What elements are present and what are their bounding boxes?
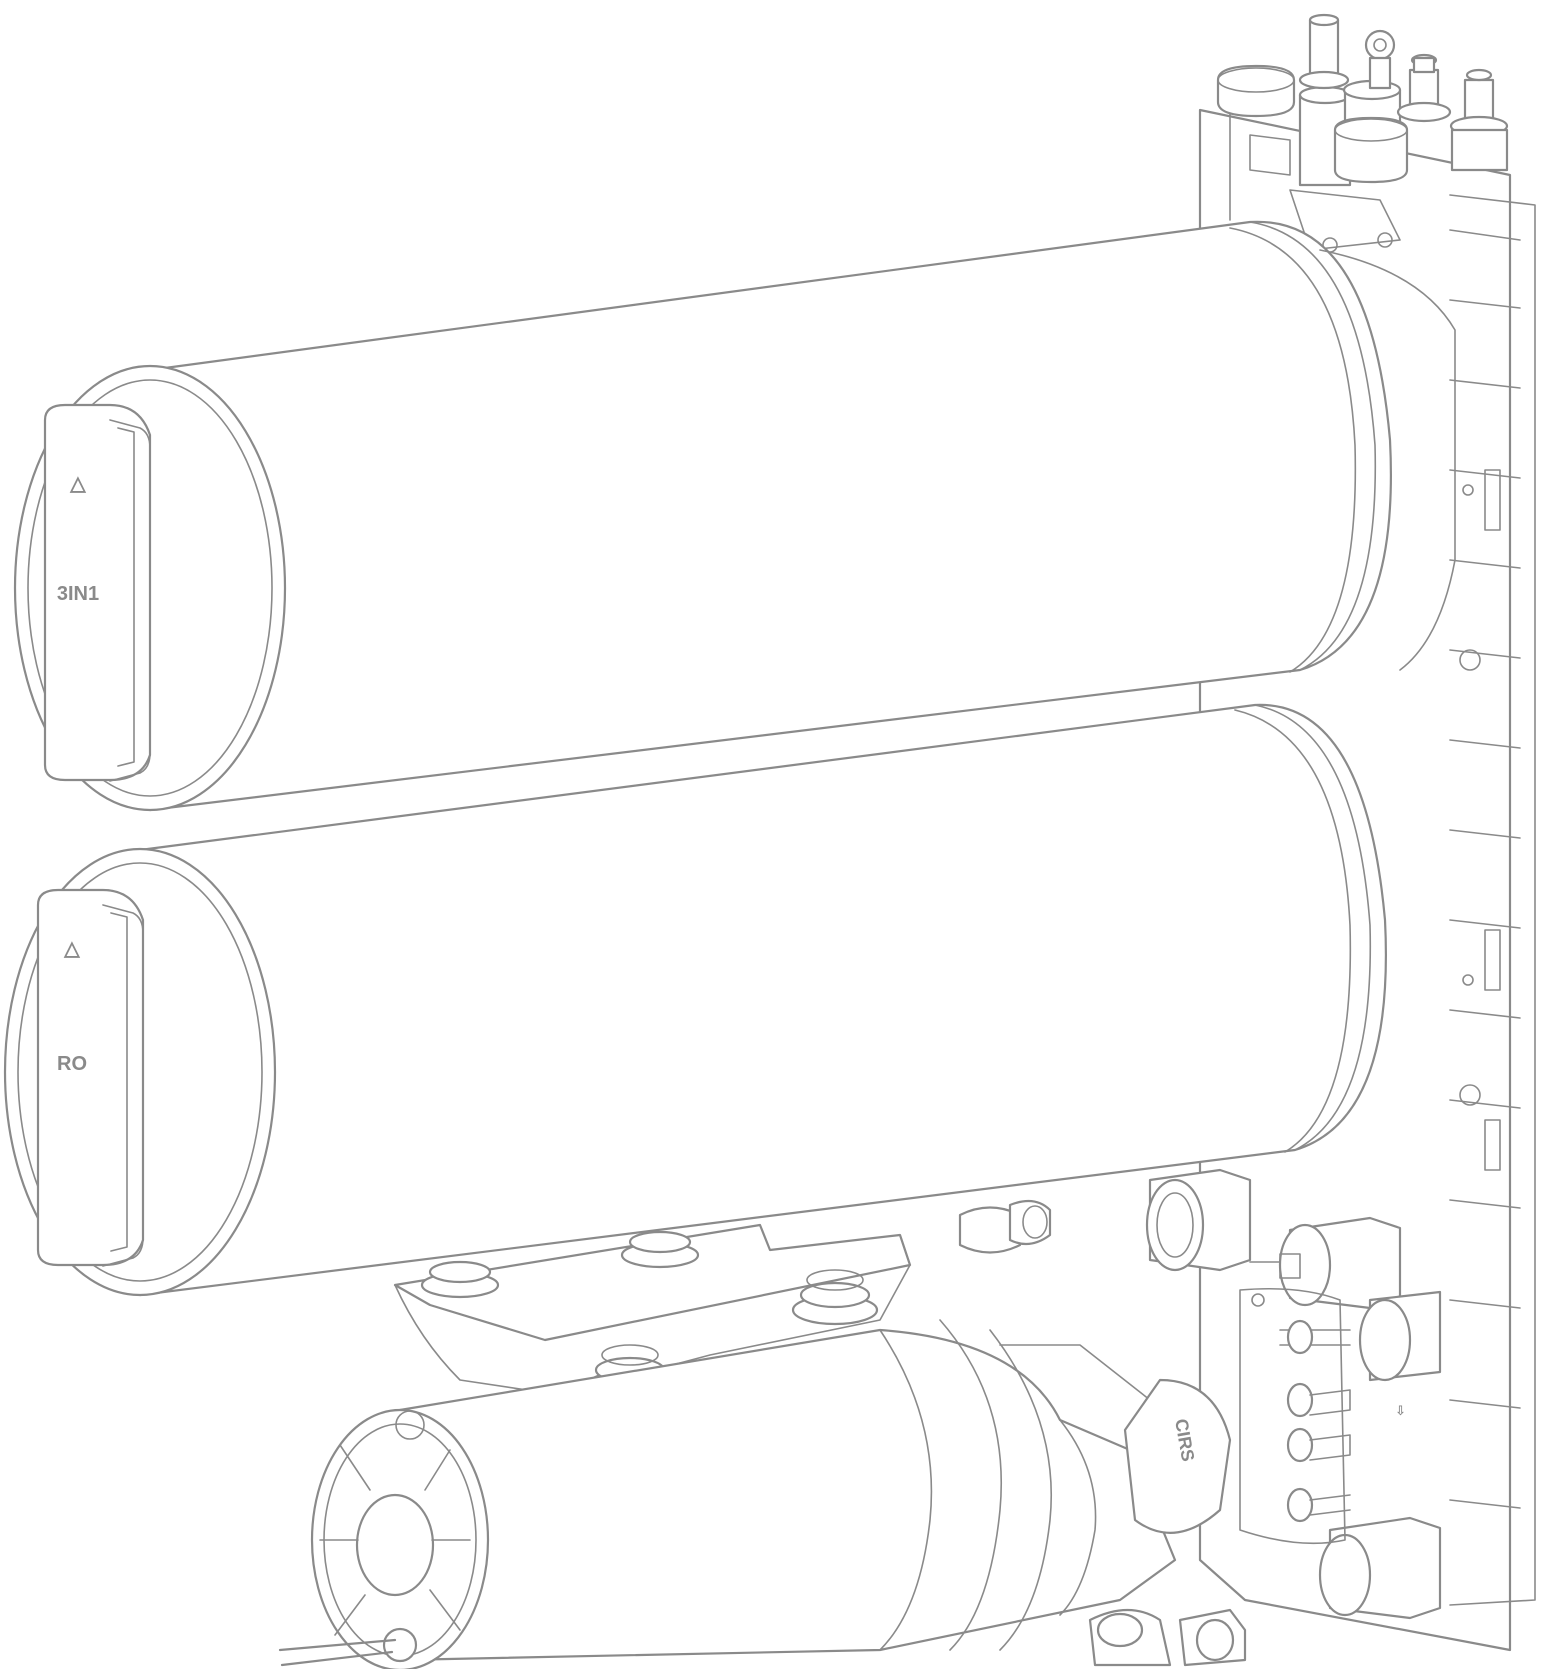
cartridge-ro-label: RO [57, 1053, 87, 1075]
cartridge-3in1: △ 3IN1 [13, 220, 1456, 812]
top-fittings [1216, 13, 1509, 253]
cartridge-ro: △ RO [3, 703, 1387, 1297]
cartridge-3in1-label: 3IN1 [57, 583, 99, 605]
mount-stud-1 [420, 1260, 500, 1299]
cartridge-ro-arrow-mark: △ [63, 938, 80, 960]
side-fittings: ⇩ [1145, 1168, 1442, 1620]
flow-arrow-glyph: ⇩ [1395, 1404, 1406, 1419]
pump-motor: CIRS [278, 1199, 1247, 1669]
mount-stud-2 [620, 1230, 700, 1269]
cartridge-3in1-arrow-mark: △ [69, 473, 86, 495]
mount-stud-4 [791, 1269, 879, 1326]
